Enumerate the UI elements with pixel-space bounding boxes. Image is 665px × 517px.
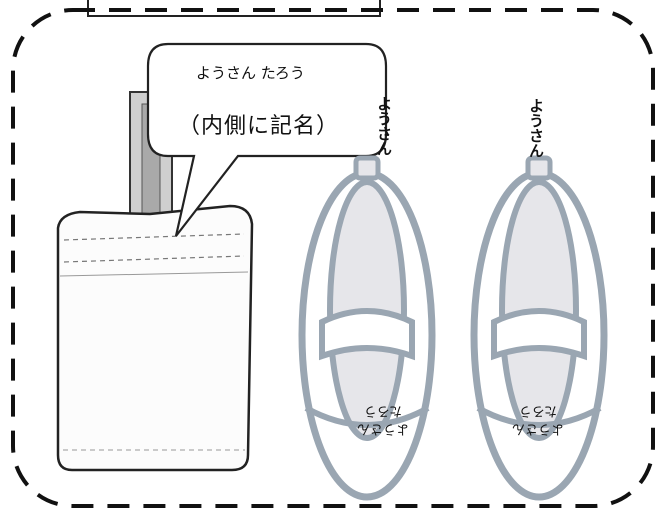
bag-stitch-2: [63, 255, 245, 263]
right-sole-family: ようさん: [512, 421, 565, 437]
right-sole-given: たろう: [518, 403, 558, 419]
dashed-frame: [11, 8, 655, 508]
bubble-note-text: （内側に記名）: [178, 114, 340, 139]
left-shoe-sole-name: ようさん たろう: [352, 402, 414, 437]
speech-bubble: [146, 42, 388, 237]
shoe-right: [470, 155, 608, 501]
bag-stitch-1: [63, 233, 245, 241]
right-shoe-heel-name: ようさん: [527, 98, 545, 158]
bubble-name-text: ようさん たろう: [196, 64, 305, 82]
right-shoe-sole-name: ようさん たろう: [507, 402, 569, 437]
shoe-left: [298, 155, 436, 501]
left-sole-given: たろう: [363, 403, 403, 419]
left-shoe-heel-name: ようさん: [375, 96, 393, 156]
shoe-bag: [56, 204, 254, 472]
left-sole-family: ようさん: [357, 421, 410, 437]
